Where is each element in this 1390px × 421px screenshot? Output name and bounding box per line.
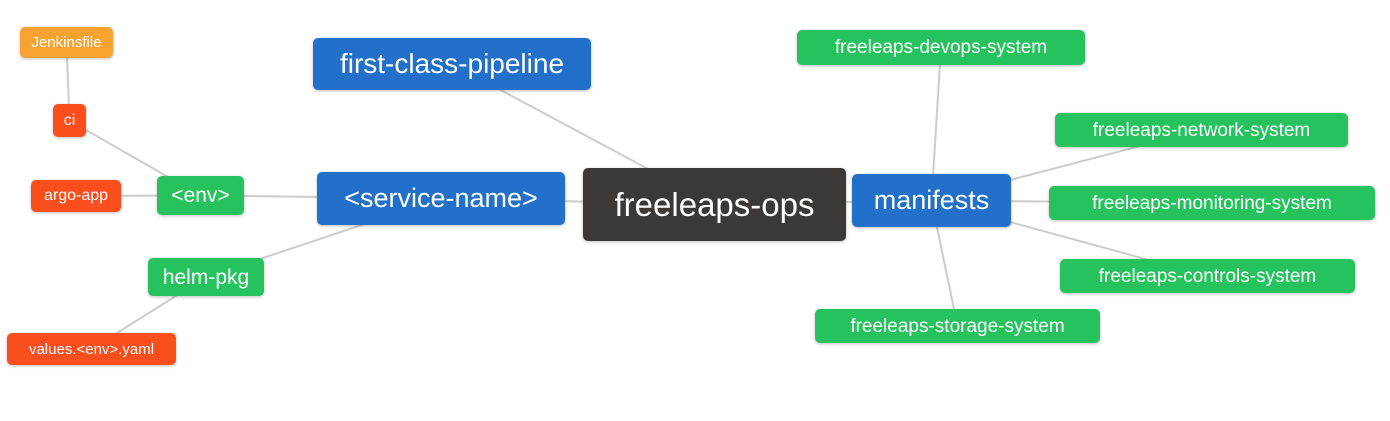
node-values-env-yaml[interactable]: values.<env>.yaml: [7, 333, 176, 365]
node-network-system[interactable]: freeleaps-network-system: [1055, 113, 1348, 147]
node-env[interactable]: <env>: [157, 176, 244, 215]
node-freeleaps-ops[interactable]: freeleaps-ops: [583, 168, 846, 241]
node-service-name[interactable]: <service-name>: [317, 172, 565, 225]
node-first-class-pipeline[interactable]: first-class-pipeline: [313, 38, 591, 90]
node-helm-pkg[interactable]: helm-pkg: [148, 258, 264, 296]
node-controls-system[interactable]: freeleaps-controls-system: [1060, 259, 1355, 293]
node-argo-app[interactable]: argo-app: [31, 180, 121, 212]
node-devops-system[interactable]: freeleaps-devops-system: [797, 30, 1085, 65]
node-storage-system[interactable]: freeleaps-storage-system: [815, 309, 1100, 343]
node-monitoring-system[interactable]: freeleaps-monitoring-system: [1049, 186, 1375, 220]
node-jenkinsfile[interactable]: Jenkinsfile: [20, 27, 113, 58]
node-ci[interactable]: ci: [53, 104, 86, 137]
node-manifests[interactable]: manifests: [852, 174, 1011, 227]
